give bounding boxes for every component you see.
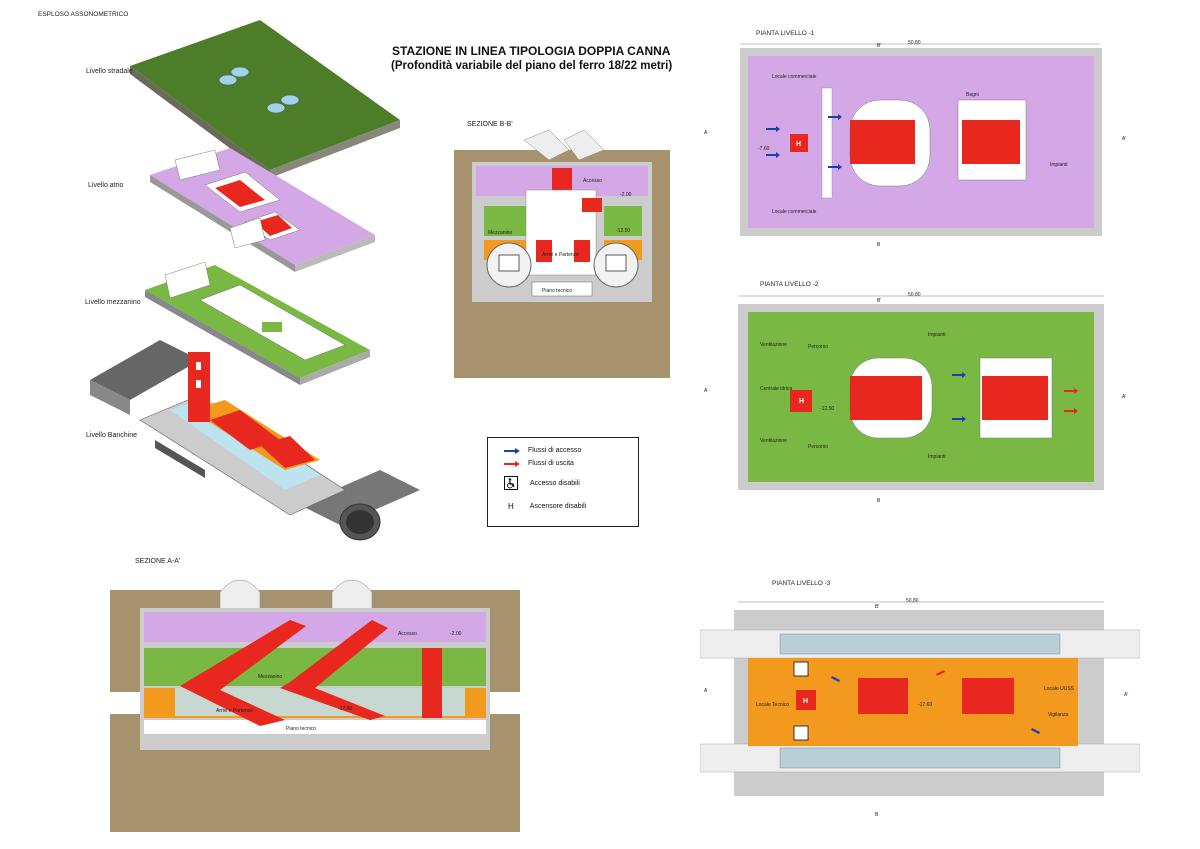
atrium-level-slab — [150, 148, 375, 272]
plan-l3-locale-right: Locale UUSS — [1044, 686, 1075, 692]
plan-l1-title: PIANTA LIVELLO -1 — [756, 30, 815, 37]
plan-l2-vent-top: Ventilazione — [760, 342, 787, 348]
plan-l1-impianti: Impianti — [1050, 162, 1068, 168]
bb-piano-tecnico: Piano tecnico — [542, 288, 572, 294]
plan-l2-percorso-top: Percorso — [808, 344, 828, 350]
plan-l3-vigilanza: Vigilanza — [1048, 712, 1068, 718]
plan-l1-b-mark-top: B' — [877, 43, 881, 49]
plan-l3-b-mark: B — [875, 812, 879, 818]
legend-access-label: Flussi di accesso — [528, 447, 582, 454]
plan-l1-elev: -7.60 — [758, 146, 770, 152]
aa-mezzanino: Mezzanino — [258, 674, 282, 680]
plan-l2-percorso-bottom: Percorso — [808, 444, 828, 450]
page-title: STAZIONE IN LINEA TIPOLOGIA DOPPIA CANNA — [392, 44, 671, 58]
aa-accesso: Accesso — [398, 631, 417, 637]
section-bb-drawing: Accesso Mezzanino Arrivi e Partenze Pian… — [454, 130, 670, 378]
level-label-stradale: Livello stradale — [86, 68, 133, 75]
bb-elev-b: -12.50 — [616, 228, 630, 234]
plan-l1-locale-top: Locale commerciale — [772, 74, 817, 80]
legend-access-row: Flussi di accesso — [504, 447, 581, 454]
plan-l1-b-mark: B — [877, 242, 881, 248]
plan-l2-dimension: 50,80 — [908, 292, 921, 298]
plan-l1-locale-bottom: Locale commerciale — [772, 209, 817, 215]
arrow-right-blue-icon — [504, 447, 520, 454]
plan-l2-a-mark-right: A' — [1122, 394, 1126, 400]
platform-level — [90, 340, 420, 541]
page-subtitle: (Profondità variabile del piano del ferr… — [391, 60, 673, 72]
plan-l3-dimension: 50,80 — [906, 598, 919, 604]
corner-label: ESPLOSO ASSONOMETRICO — [38, 11, 129, 18]
plan-l2-centrale: Centrale idrica — [760, 386, 792, 392]
plan-l1-a-mark: A — [704, 130, 708, 136]
legend-exit-label: Flussi di uscita — [528, 460, 574, 467]
level-label-mezzanino: Livello mezzanino — [85, 299, 141, 306]
plan-l1-drawing: 50,80 H Locale commerciale Locale commer… — [704, 40, 1126, 248]
wheelchair-icon — [504, 476, 518, 490]
bb-accesso: Accesso — [583, 178, 602, 184]
wheelchair-icon — [793, 725, 809, 741]
plan-l3-b-mark-top: B' — [875, 604, 879, 610]
plan-l2-elev: -12.50 — [820, 406, 834, 412]
plan-l3-elev: -17.60 — [918, 702, 932, 708]
bb-elev-a: -2.00 — [620, 192, 632, 198]
aa-arrivi: Arrivi e Partenze — [216, 708, 253, 714]
mezzanine-level-slab — [145, 261, 370, 385]
bb-arrivi: Arrivi e Partenze — [542, 252, 579, 258]
h-letter-icon: H — [508, 502, 514, 511]
plan-l2-impianti-top: Impianti — [928, 332, 946, 338]
plan-l2-b-mark: B — [877, 498, 881, 504]
legend-disabled-row: Accesso disabili — [504, 476, 580, 490]
plan-l1-h: H — [796, 141, 801, 148]
section-bb-title: SEZIONE B-B' — [467, 121, 513, 128]
plan-l2-impianti-bottom: Impianti — [928, 454, 946, 460]
section-aa-drawing: Accesso Mezzanino Arrivi e Partenze Pian… — [110, 579, 520, 832]
plan-l2-h: H — [799, 398, 804, 405]
plan-l3-title: PIANTA LIVELLO -3 — [772, 580, 831, 587]
legend-disabled-label: Accesso disabili — [530, 479, 580, 487]
wheelchair-icon — [793, 661, 809, 677]
level-label-atrio: Livello atrio — [88, 182, 124, 189]
plan-l3-locale-tecnico: Locale Tecnico — [756, 702, 789, 708]
plan-l1-a-mark-right: A' — [1122, 136, 1126, 142]
plan-l2-drawing: 50,80 H Ventilazione Ventilazione Impian… — [704, 292, 1126, 504]
plan-l2-b-mark-top: B' — [877, 298, 881, 304]
plan-l1-dimension: 50,80 — [908, 40, 921, 46]
aa-piano-tecnico: Piano tecnico — [286, 726, 316, 732]
plan-l3-h: H — [803, 698, 808, 705]
plan-l1-bagni: Bagni — [966, 92, 979, 98]
plan-l2-vent-bottom: Ventilazione — [760, 438, 787, 444]
plan-l2-title: PIANTA LIVELLO -2 — [760, 281, 819, 288]
plan-l3-drawing: 50,80 H Locale Tecnico Locale UUSS Vigil… — [700, 598, 1140, 818]
arrow-right-red-icon — [504, 460, 520, 467]
legend-elevator-label: Ascensore disabili — [529, 503, 587, 510]
legend-elevator-row: H Ascensore disabili — [508, 502, 586, 511]
legend-exit-row: Flussi di uscita — [504, 460, 574, 467]
aa-elev-a: -2.00 — [450, 631, 462, 637]
plan-l2-a-mark: A — [704, 388, 708, 394]
aa-elev-b: -17.60 — [338, 706, 352, 712]
street-level-slab — [130, 20, 400, 178]
section-aa-title: SEZIONE A-A' — [135, 558, 181, 565]
legend: Flussi di accesso Flussi di uscita Acces… — [487, 437, 639, 527]
plan-l3-a-mark-right: A' — [1124, 692, 1128, 698]
plan-l3-a-mark: A — [704, 688, 708, 694]
bb-mezzanino: Mezzanino — [488, 230, 512, 236]
exploded-axonometric — [90, 20, 420, 541]
level-label-banchine: Livello Banchine — [86, 432, 137, 439]
